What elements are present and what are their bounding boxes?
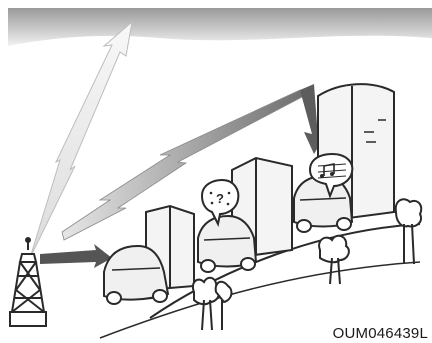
sky-band: [8, 8, 432, 46]
direct-signal-beam: [40, 244, 112, 268]
figure-code-label: OUM046439L: [333, 325, 428, 342]
svg-text:?: ?: [216, 191, 224, 206]
building-icon: [146, 84, 394, 290]
radio-tower-icon: [10, 238, 46, 326]
